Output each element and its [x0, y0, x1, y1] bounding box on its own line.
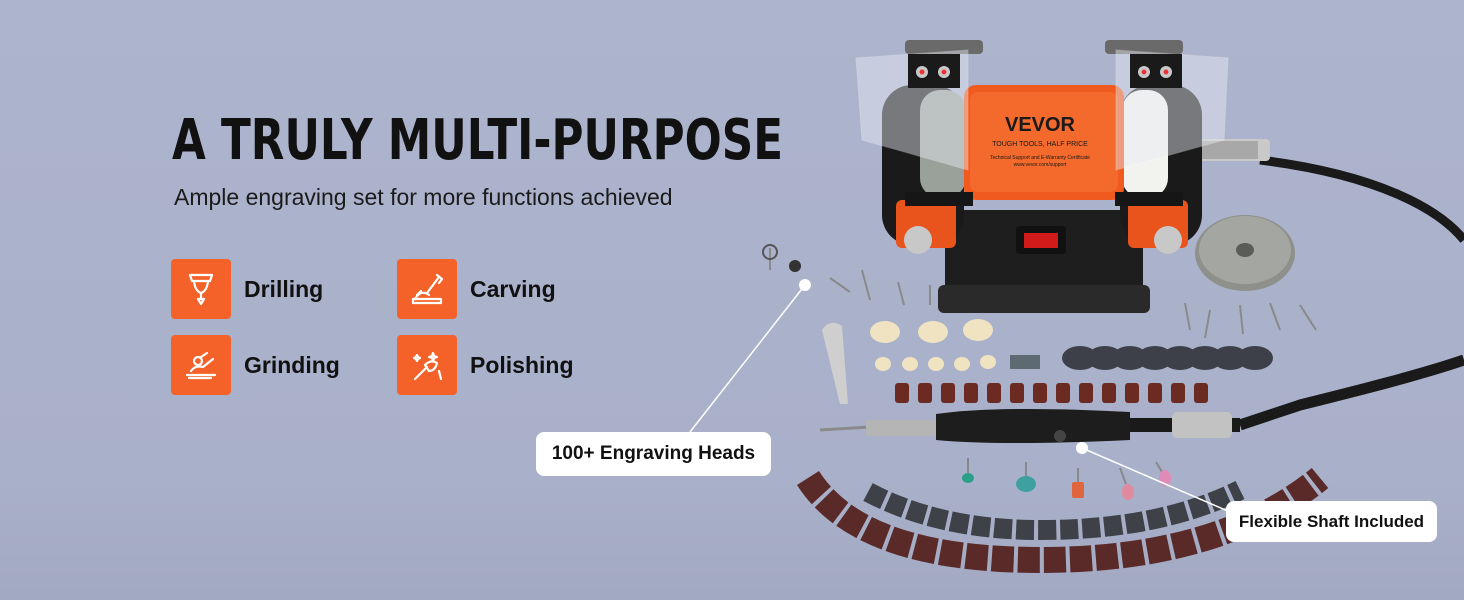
feature-polishing: Polishing — [397, 335, 574, 395]
brand-tagline: TOUGH TOOLS, HALF PRICE — [992, 141, 1088, 148]
carving-icon — [397, 259, 457, 319]
feature-drilling: Drilling — [171, 259, 323, 319]
feature-label: Polishing — [470, 351, 574, 378]
polishing-icon — [397, 335, 457, 395]
feature-grinding: Grinding — [171, 335, 340, 395]
felt-wheels — [870, 319, 996, 371]
callout-dot-shaft — [1076, 442, 1088, 454]
flexible-shaft — [1130, 139, 1464, 438]
drill-icon — [171, 259, 231, 319]
mounted-points — [962, 458, 1171, 500]
bench-grinder: VEVOR TOUGH TOOLS, HALF PRICE Technical … — [855, 40, 1229, 313]
callout-flexible-shaft: Flexible Shaft Included — [1226, 501, 1437, 542]
callout-dot-engraving — [799, 279, 811, 291]
brand-logo: VEVOR — [1005, 114, 1076, 136]
grinder-icon — [171, 335, 231, 395]
engraving-handpiece — [819, 408, 1130, 443]
feature-label: Drilling — [244, 275, 324, 302]
callout-line-engraving — [689, 284, 806, 433]
callout-line-shaft — [1081, 447, 1231, 513]
grinding-stone — [1195, 215, 1295, 291]
feature-label: Grinding — [244, 351, 340, 378]
wrench — [822, 322, 848, 404]
sanding-bands — [895, 383, 1208, 403]
feature-carving: Carving — [397, 259, 556, 319]
headline: A TRULY MULTI-PURPOSE — [172, 108, 784, 173]
support-text: Technical Support and E-Warranty Certifi… — [990, 155, 1090, 161]
support-url: www.vevor.com/support — [1014, 162, 1067, 168]
product-illustration: VEVOR TOUGH TOOLS, HALF PRICE Technical … — [689, 40, 1464, 574]
sharpening-stone — [1010, 355, 1040, 369]
subheadline: Ample engraving set for more functions a… — [174, 184, 673, 210]
engraving-bits-top — [769, 248, 1317, 339]
feature-label: Carving — [470, 275, 556, 302]
callout-engraving-heads: 100+ Engraving Heads — [536, 432, 771, 476]
cutting-discs-top — [1062, 346, 1273, 370]
